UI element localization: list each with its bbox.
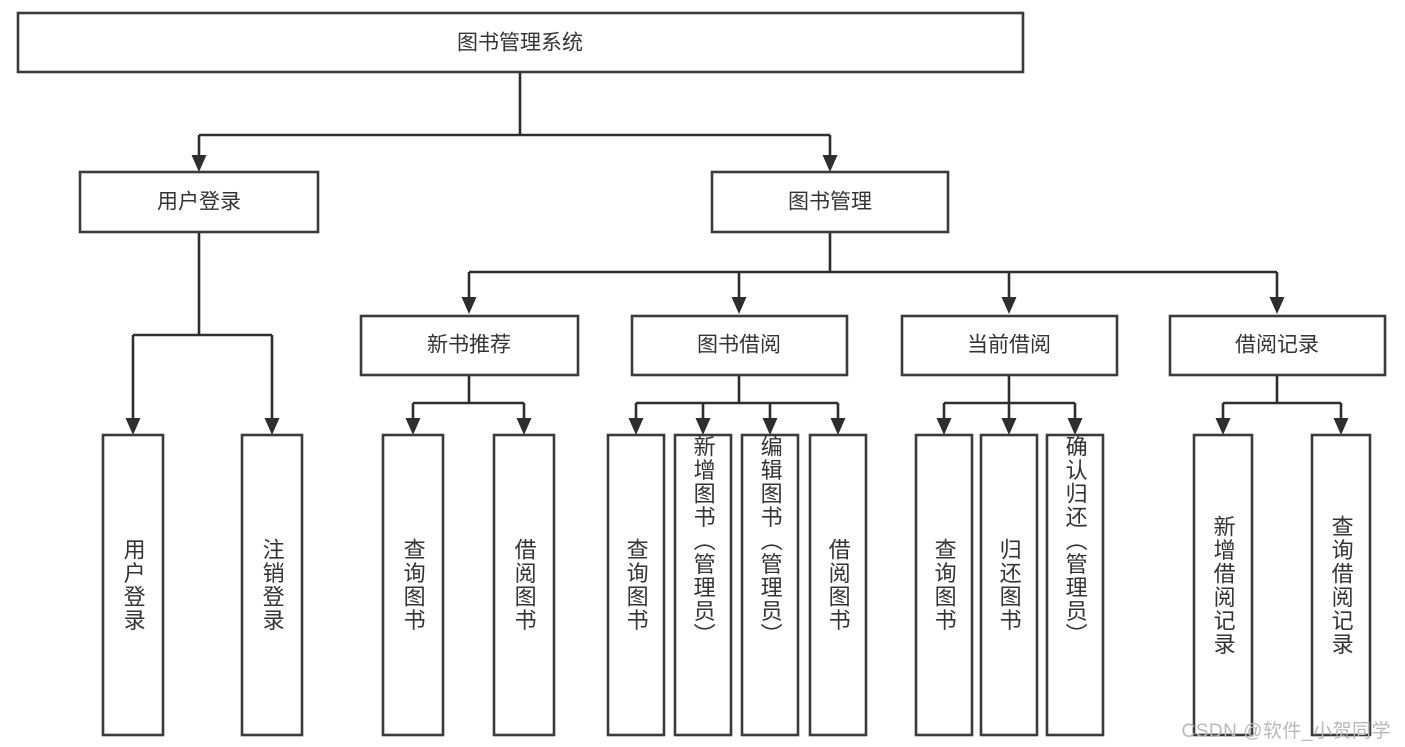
node-new-book-recommend-box[interactable] xyxy=(359,314,580,377)
leaf-add-record-box[interactable] xyxy=(1192,433,1254,737)
arrow-to-user-login xyxy=(191,155,207,172)
arrow-to-leaf-add-book xyxy=(695,418,711,435)
arrow-to-leaf-edit-book xyxy=(762,418,778,435)
node-book-borrow-label: 图书借阅 xyxy=(697,334,781,357)
node-user-login-label: 用户登录 xyxy=(157,191,241,214)
node-book-borrow-box[interactable] xyxy=(630,314,849,377)
connector-group-user-login xyxy=(125,232,280,435)
connector-group-book-borrow xyxy=(628,375,846,435)
arrow-to-book-manage xyxy=(822,155,838,172)
arrow-to-current-borrow xyxy=(1001,297,1017,314)
leaf-confirm-return-box[interactable] xyxy=(1045,433,1105,737)
arrow-to-leaf-query-record xyxy=(1333,418,1349,435)
node-new-book-recommend[interactable]: 新书推荐 xyxy=(359,314,580,377)
leaf-query-book-1-box[interactable] xyxy=(381,433,445,737)
leaf-add-book-box[interactable] xyxy=(673,433,733,737)
arrow-to-book-borrow xyxy=(731,297,747,314)
leaf-query-book-2-box[interactable] xyxy=(606,433,666,737)
leaf-borrow-book-1-box[interactable] xyxy=(492,433,556,737)
arrow-to-leaf-return-book xyxy=(1001,418,1017,435)
leaf-user-login-box[interactable] xyxy=(101,433,165,737)
arrow-to-leaf-borrow-book-1 xyxy=(516,418,532,435)
node-root-label: 图书管理系统 xyxy=(457,32,583,55)
node-root-box[interactable] xyxy=(16,11,1025,74)
node-user-login[interactable]: 用户登录 xyxy=(78,170,320,234)
connector-group-current-borrow xyxy=(936,375,1083,435)
arrow-to-new-book-recommend xyxy=(461,297,477,314)
arrow-to-leaf-query-book-2 xyxy=(628,418,644,435)
node-current-borrow-label: 当前借阅 xyxy=(967,334,1051,357)
leaf-return-book-box[interactable] xyxy=(979,433,1039,737)
leaf-query-record-box[interactable] xyxy=(1310,433,1372,737)
node-current-borrow-box[interactable] xyxy=(900,314,1119,377)
node-book-manage-box[interactable] xyxy=(710,170,950,234)
arrow-to-leaf-query-book-3 xyxy=(936,418,952,435)
csdn-watermark: CSDN @软件_小贺同学 xyxy=(1181,721,1391,742)
arrow-to-leaf-borrow-book-2 xyxy=(830,418,846,435)
node-book-borrow[interactable]: 图书借阅 xyxy=(630,314,849,377)
node-book-manage-label: 图书管理 xyxy=(788,191,872,214)
node-borrow-record-box[interactable] xyxy=(1168,314,1387,377)
connector-group-new-book-recommend xyxy=(405,375,532,435)
arrow-to-leaf-query-book-1 xyxy=(405,418,421,435)
connector-group-book-manage xyxy=(461,232,1285,314)
node-current-borrow[interactable]: 当前借阅 xyxy=(900,314,1119,377)
leaf-user-logout-box[interactable] xyxy=(240,433,304,737)
arrow-to-borrow-record xyxy=(1269,297,1285,314)
connector-group-root xyxy=(191,72,838,172)
node-root[interactable]: 图书管理系统 xyxy=(16,11,1025,74)
arrow-to-leaf-confirm-return xyxy=(1067,418,1083,435)
node-book-manage[interactable]: 图书管理 xyxy=(710,170,950,234)
connector-group-borrow-record xyxy=(1215,375,1349,435)
arrow-to-leaf-add-record xyxy=(1215,418,1231,435)
leaf-borrow-book-2-box[interactable] xyxy=(808,433,868,737)
leaf-boxes-group xyxy=(101,433,1372,737)
node-new-book-recommend-label: 新书推荐 xyxy=(427,334,511,357)
arrow-to-leaf-user-login xyxy=(125,418,141,435)
node-borrow-record[interactable]: 借阅记录 xyxy=(1168,314,1387,377)
arrow-to-leaf-user-logout xyxy=(264,418,280,435)
node-borrow-record-label: 借阅记录 xyxy=(1235,334,1319,357)
leaf-query-book-3-box[interactable] xyxy=(914,433,974,737)
node-user-login-box[interactable] xyxy=(78,170,320,234)
leaf-edit-book-box[interactable] xyxy=(740,433,800,737)
